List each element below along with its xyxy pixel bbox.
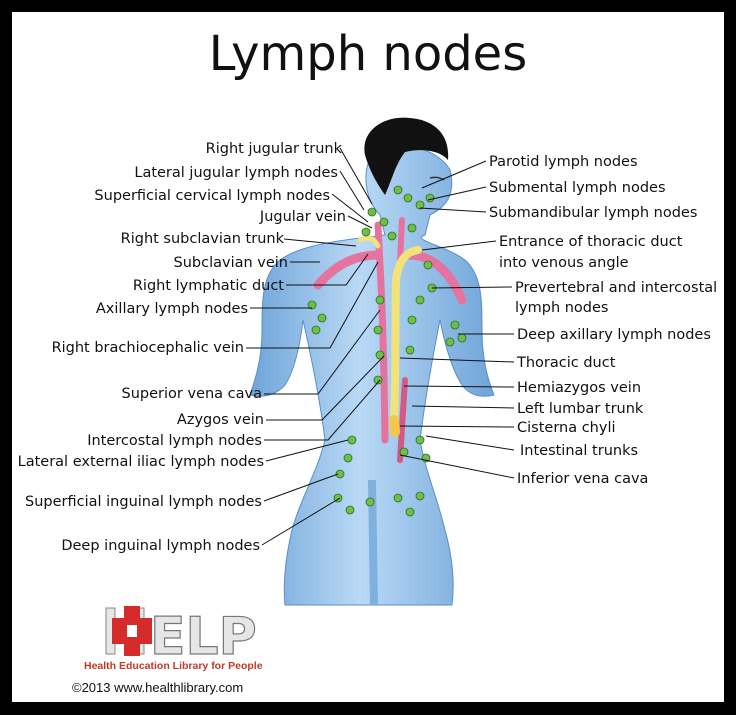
label-superficial-cervical-lymph-nodes: Superficial cervical lymph nodes [94, 188, 330, 204]
label-right-brachiocephalic-vein: Right brachiocephalic vein [52, 340, 244, 356]
label-superficial-inguinal-lymph-nodes: Superficial inguinal lymph nodes [25, 494, 262, 510]
label-hemiazygos-vein: Hemiazygos vein [517, 380, 641, 396]
label-azygos-vein: Azygos vein [177, 412, 264, 428]
label-intestinal-trunks: Intestinal trunks [520, 443, 638, 459]
label-right-lymphatic-duct: Right lymphatic duct [133, 278, 284, 294]
label-subclavian-vein: Subclavian vein [174, 255, 289, 271]
label-parotid-lymph-nodes: Parotid lymph nodes [489, 154, 638, 170]
label-deep-axillary-lymph-nodes: Deep axillary lymph nodes [517, 327, 711, 343]
leader-lines [246, 147, 515, 546]
label-left-lumbar-trunk: Left lumbar trunk [517, 401, 644, 417]
label-prevertebral-intercostal-line2: lymph nodes [515, 300, 608, 316]
label-lateral-jugular-lymph-nodes: Lateral jugular lymph nodes [134, 165, 338, 181]
label-cisterna-chyli: Cisterna chyli [517, 420, 616, 436]
lymph-node-clusters [307, 185, 467, 517]
thoracic-duct [357, 235, 422, 437]
veins [313, 217, 467, 463]
label-entrance-thoracic-duct: Entrance of thoracic duct [499, 234, 683, 250]
logo-tagline: Health Education Library for People [84, 660, 263, 672]
label-thoracic-duct: Thoracic duct [516, 355, 616, 371]
label-intercostal-lymph-nodes: Intercostal lymph nodes [87, 433, 262, 449]
label-lateral-external-iliac-lymph-nodes: Lateral external iliac lymph nodes [18, 454, 264, 470]
label-inferior-vena-cava: Inferior vena cava [517, 471, 648, 487]
label-deep-inguinal-lymph-nodes: Deep inguinal lymph nodes [61, 538, 260, 554]
label-superior-vena-cava: Superior vena cava [122, 386, 262, 402]
label-entrance-thoracic-duct-line2: into venous angle [499, 255, 629, 271]
left-labels: Right jugular trunk Lateral jugular lymp… [18, 141, 346, 554]
svg-text:ELP: ELP [150, 607, 257, 667]
right-labels: Parotid lymph nodes Submental lymph node… [489, 154, 717, 487]
label-prevertebral-intercostal: Prevertebral and intercostal [515, 280, 717, 296]
label-submandibular-lymph-nodes: Submandibular lymph nodes [489, 205, 697, 221]
label-right-jugular-trunk: Right jugular trunk [206, 141, 343, 157]
logo-letters: ELP [105, 606, 257, 668]
copyright-text: ©2013 www.healthlibrary.com [72, 680, 244, 695]
label-submental-lymph-nodes: Submental lymph nodes [489, 180, 666, 196]
label-right-subclavian-trunk: Right subclavian trunk [121, 231, 285, 247]
help-logo: ELP [105, 606, 257, 668]
label-axillary-lymph-nodes: Axillary lymph nodes [96, 301, 248, 317]
page-title: Lymph nodes [208, 26, 528, 82]
label-jugular-vein: Jugular vein [259, 209, 346, 225]
